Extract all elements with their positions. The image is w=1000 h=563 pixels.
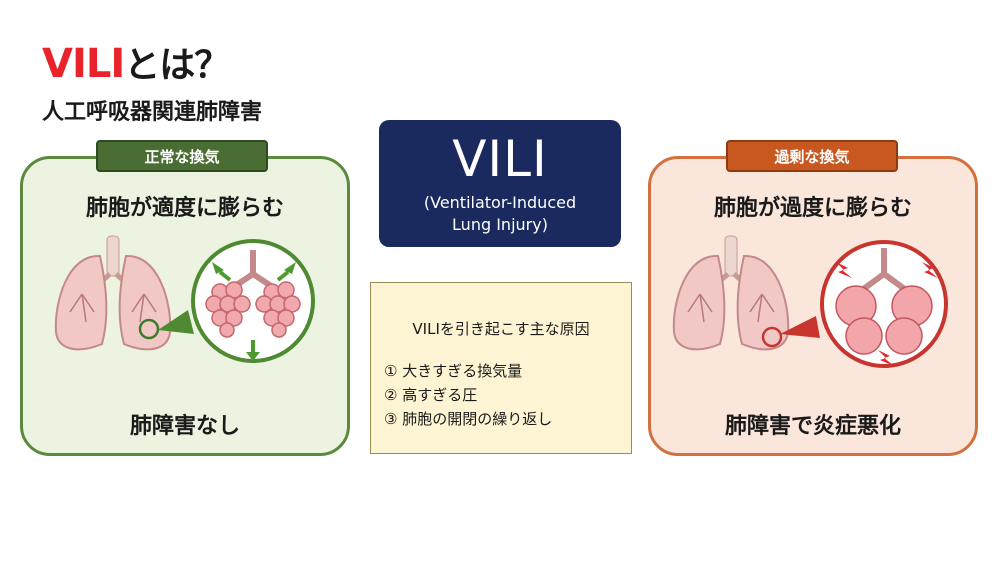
vili-definition-box: VILI (Ventilator-Induced Lung Injury) (379, 120, 621, 247)
normal-ventilation-tag: 正常な換気 (96, 140, 268, 172)
vili-abbreviation: VILI (452, 130, 548, 188)
highlight-circle (761, 326, 783, 348)
cause-item: ③ 肺胞の開閉の繰り返し (384, 410, 553, 428)
excess-ventilation-heading: 肺胞が過度に膨らむ (713, 196, 912, 221)
normal-ventilation-heading: 肺胞が適度に膨らむ (85, 196, 284, 221)
causes-title: VILIを引き起こす主な原因 (412, 320, 590, 338)
cause-item: ② 高すぎる圧 (384, 386, 478, 404)
vili-full-line-1: (Ventilator-Induced (423, 193, 577, 212)
page-title: VILIとは？ (42, 36, 230, 88)
title-abbr: VILI (42, 41, 125, 87)
causes-box (370, 282, 632, 454)
excess-ventilation-result: 肺障害で炎症悪化 (724, 414, 901, 439)
injured-lungs-illustration (672, 235, 790, 351)
damage-spark-icon (836, 262, 938, 366)
overinflated-alveoli-zoom (780, 240, 948, 368)
vili-full-line-2: Lung Injury) (452, 215, 548, 234)
normal-ventilation-result: 肺障害なし (129, 414, 240, 439)
expansion-arrows-icon (212, 262, 296, 361)
highlight-circle (138, 318, 160, 340)
vili-full-name: (Ventilator-Induced Lung Injury) (379, 192, 621, 236)
normal-alveoli-zoom (158, 239, 315, 363)
page-subtitle: 人工呼吸器関連肺障害 (42, 100, 263, 125)
title-suffix: とは？ (124, 45, 230, 86)
normal-lungs-illustration (54, 235, 172, 351)
excess-ventilation-tag: 過剰な換気 (726, 140, 898, 172)
cause-item: ① 大きすぎる換気量 (384, 362, 523, 380)
